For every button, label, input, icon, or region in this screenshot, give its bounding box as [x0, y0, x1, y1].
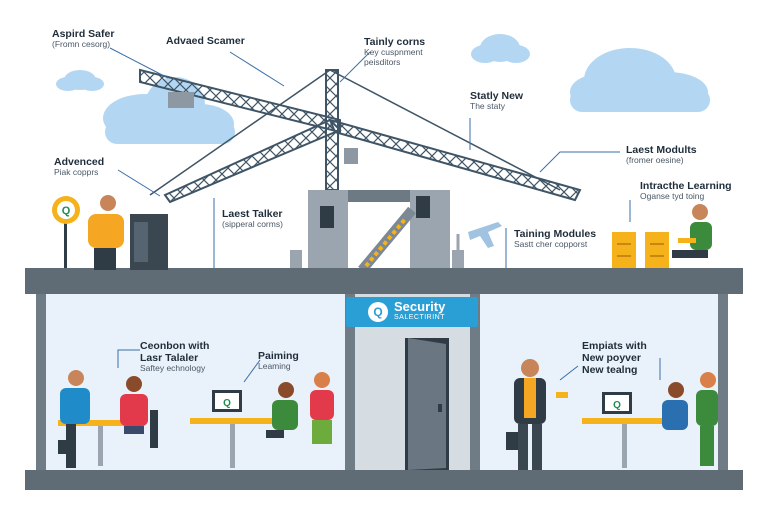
- right-room-figures: Q: [506, 359, 718, 470]
- door-icon: [405, 338, 449, 470]
- floor: [25, 470, 743, 490]
- label-advenced: Advenced Piak copprs: [54, 156, 105, 178]
- label-empiats: Empiats with New poyver New tealng: [582, 340, 647, 377]
- cloud-icon: [570, 48, 710, 112]
- label-taining-modules: Taining Modules Sastt cher copporst: [514, 228, 597, 250]
- staff-figure: [88, 195, 168, 270]
- security-badge-icon: Q: [368, 302, 388, 322]
- scanner-gate: [308, 190, 450, 274]
- upper-deck: [25, 268, 743, 294]
- svg-text:Q: Q: [62, 205, 71, 217]
- learner-figure: [672, 204, 712, 258]
- cloud-icon: [56, 70, 104, 91]
- security-sign: Q Security SALECTIRINT: [346, 297, 478, 327]
- monitor-icon: Q: [613, 400, 621, 411]
- label-tainly-corns: Tainly corns Key cuspnment peisditors: [364, 36, 426, 67]
- room-left: [40, 294, 345, 470]
- airplane-icon: [456, 222, 502, 268]
- label-laest-modules: Laest Modults (fromer oesine): [626, 144, 697, 166]
- label-statly-new: Statly New The staty: [470, 90, 524, 112]
- callout-arrows: [109, 47, 661, 383]
- crane-truss: [139, 68, 582, 204]
- label-pairing: Paiming Leaming: [258, 350, 299, 372]
- meeting-table-left: [58, 370, 158, 468]
- cloud-icon: [471, 34, 530, 63]
- monitor-table-center: Q: [190, 372, 334, 468]
- security-sign-subtitle: SALECTIRINT: [394, 314, 446, 321]
- monitor-icon: Q: [223, 398, 231, 409]
- badge-sign-icon: Q: [52, 196, 80, 268]
- label-aspired-safer: Aspird Safer (Fromn cesorg): [52, 28, 115, 50]
- filing-cabinets: [612, 232, 669, 268]
- label-ceonbon: Ceonbon with Lasr Talaler Saftey echnolo…: [140, 340, 210, 374]
- security-sign-title: Security: [394, 299, 446, 314]
- label-laest-talker: Laest Talker (sipperal corms): [222, 208, 283, 230]
- label-advaced-scaner: Advaed Scamer: [166, 35, 245, 47]
- label-intractive-learning: Intracthe Learning Oganse tyd toing: [640, 180, 732, 202]
